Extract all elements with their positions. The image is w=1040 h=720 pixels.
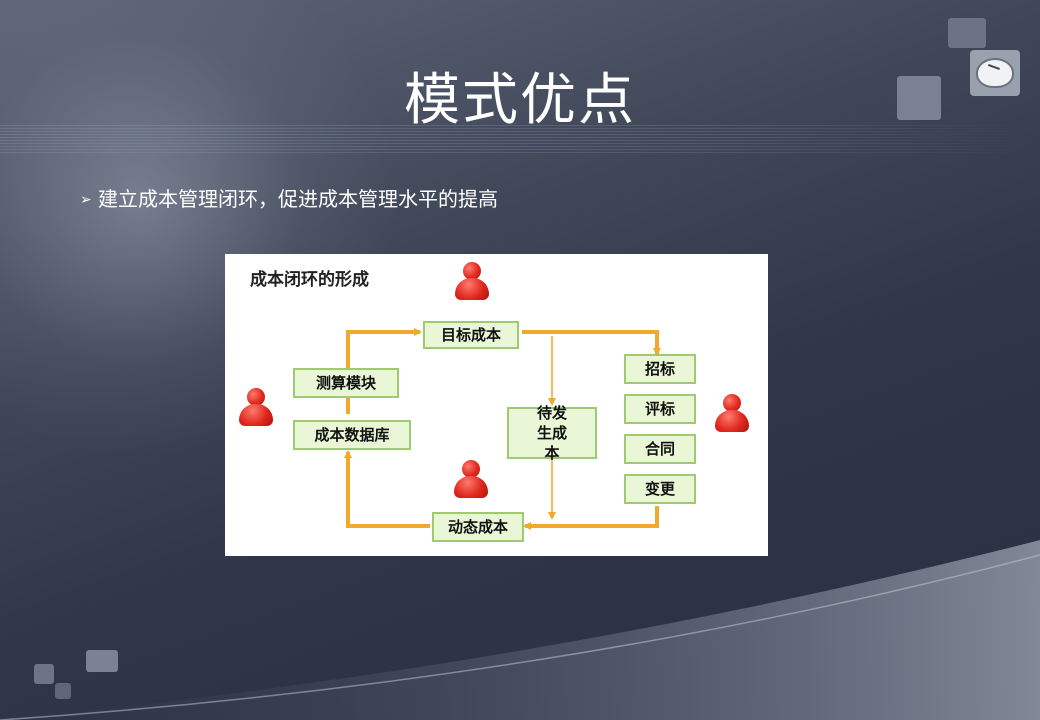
- arrow-target-to-bidding: [522, 330, 661, 356]
- flow-arrows: [344, 328, 661, 530]
- node-dynamic-cost: 动态成本: [432, 512, 524, 542]
- decorative-stripes: [0, 125, 1040, 153]
- node-cost-database: 成本数据库: [293, 420, 411, 450]
- node-change: 变更: [624, 474, 696, 504]
- diagram-title: 成本闭环的形成: [250, 270, 369, 290]
- slide-title: 模式优点: [404, 68, 636, 133]
- decorative-square: [948, 18, 986, 48]
- node-target-cost: 目标成本: [423, 321, 519, 349]
- decorative-square: [55, 683, 71, 699]
- node-evaluation: 评标: [624, 394, 696, 424]
- clock-icon: [970, 50, 1020, 96]
- decorative-square: [897, 76, 941, 120]
- node-estimation-module: 测算模块: [293, 368, 399, 398]
- node-contract: 合同: [624, 434, 696, 464]
- arrow-dynamic-to-db: [344, 450, 430, 528]
- bullet-text: 建立成本管理闭环，促进成本管理水平的提高: [98, 187, 498, 211]
- node-pending-cost: 待发生成本: [507, 404, 597, 462]
- bullet-point: ➢ 建立成本管理闭环，促进成本管理水平的提高: [80, 183, 498, 212]
- node-bidding: 招标: [624, 354, 696, 384]
- person-icon: [713, 394, 751, 434]
- decorative-square: [86, 650, 118, 672]
- cost-loop-diagram: 成本闭环的形成 目标成本 测算模块 成本数据库 待发生成本 招标 评标 合同 变…: [225, 254, 768, 556]
- person-icon: [452, 460, 490, 500]
- person-icon: [453, 262, 491, 302]
- arrow-change-to-dynamic: [523, 506, 659, 530]
- person-icon: [237, 388, 275, 428]
- bullet-arrow-icon: ➢: [80, 192, 92, 208]
- decorative-square: [34, 664, 54, 684]
